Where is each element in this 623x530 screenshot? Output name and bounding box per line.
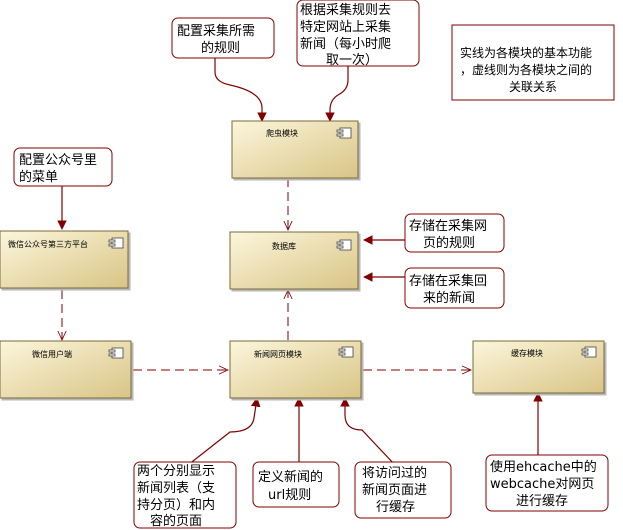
note-crawl-rules: 配置采集所需 的规则 [171,17,275,59]
note-ehcache: 使用ehcache中的 webcache对网页 进行缓存 [485,454,609,512]
note-crawl-schedule-line1: 根据采集规则去 [300,2,391,18]
note-two-pages-line2: 新闻列表（支 [137,480,215,496]
note-two-pages: 两个分别显示 新闻列表（支 持分页）和内 容的页面 [133,461,237,529]
note-store-rules-line2: 页的规则 [423,235,475,251]
component-crawler-label: 爬虫模块 [266,128,298,138]
note-wechat-menu-line1: 配置公众号里 [19,153,97,168]
note-crawl-schedule-line4: 取一次） [326,52,378,68]
note-cache-pages: 将访问过的 新闻页面进 行缓存 [354,461,452,519]
component-wechat-platform[interactable]: 微信公众号第三方平台 [0,230,129,289]
note-wechat-menu: 配置公众号里 的菜单 [13,147,113,187]
note-two-pages-line4: 容的页面 [150,513,202,529]
note-two-pages-line3: 持分页）和内 [137,497,215,513]
note-two-pages-line1: 两个分别显示 [137,464,215,479]
note-legend-line2: ，虚线则为各模块之间的 [460,62,592,77]
arrow-crawl-schedule-to-crawler [325,66,349,122]
note-cache-pages-line1: 将访问过的 [362,465,427,481]
component-wechat-client[interactable]: 微信用户端 [0,340,132,399]
note-crawl-rules-line1: 配置采集所需 [177,23,255,39]
solid-connectors [57,58,543,466]
component-news-web-label: 新闻网页模块 [254,349,302,359]
component-database[interactable]: 数据库 [229,231,359,290]
note-cache-pages-line2: 新闻页面进 [362,482,427,498]
note-store-news: 存储在采集回 来的新闻 [404,267,505,309]
note-ehcache-line1: 使用ehcache中的 [490,459,597,475]
note-crawl-rules-line2: 的规则 [201,40,240,56]
note-cache-pages-line3: 行缓存 [376,500,415,515]
note-wechat-menu-line2: 的菜单 [19,169,58,185]
note-store-news-line2: 来的新闻 [423,290,475,306]
note-ehcache-line3: 进行缓存 [516,494,568,509]
component-cache[interactable]: 缓存模块 [472,340,605,394]
note-legend: 实线为各模块的基本功能 ，虚线则为各模块之间的 关联关系 [451,24,615,101]
note-store-rules: 存储在采集网 页的规则 [404,213,505,253]
note-legend-line3: 关联关系 [509,80,557,94]
component-wechat-client-label: 微信用户端 [32,349,72,359]
note-url-rules-line1: 定义新闻的 [258,469,323,485]
component-wechat-platform-label: 微信公众号第三方平台 [8,239,88,249]
note-ehcache-line2: webcache对网页 [490,477,594,492]
note-crawl-schedule: 根据采集规则去 特定网站上采集 新闻（每小时爬 取一次） [296,0,420,68]
arrow-cache-pages-to-news [340,397,396,466]
arrow-two-pages-to-news [187,397,261,466]
note-crawl-schedule-line2: 特定网站上采集 [300,19,391,35]
arrow-crawl-rules-to-crawler [214,58,267,122]
note-legend-line1: 实线为各模块的基本功能 [460,45,592,60]
component-database-label: 数据库 [272,241,296,251]
component-news-web[interactable]: 新闻网页模块 [229,340,362,399]
note-store-rules-line1: 存储在采集网 [409,218,487,234]
note-store-news-line1: 存储在采集回 [409,273,487,289]
component-cache-label: 缓存模块 [511,348,543,358]
component-crawler[interactable]: 爬虫模块 [231,120,359,179]
dashed-connectors [62,178,471,370]
note-url-rules: 定义新闻的 url规则 [252,461,340,508]
note-crawl-schedule-line3: 新闻（每小时爬 [300,36,391,52]
note-url-rules-line2: url规则 [268,488,311,503]
